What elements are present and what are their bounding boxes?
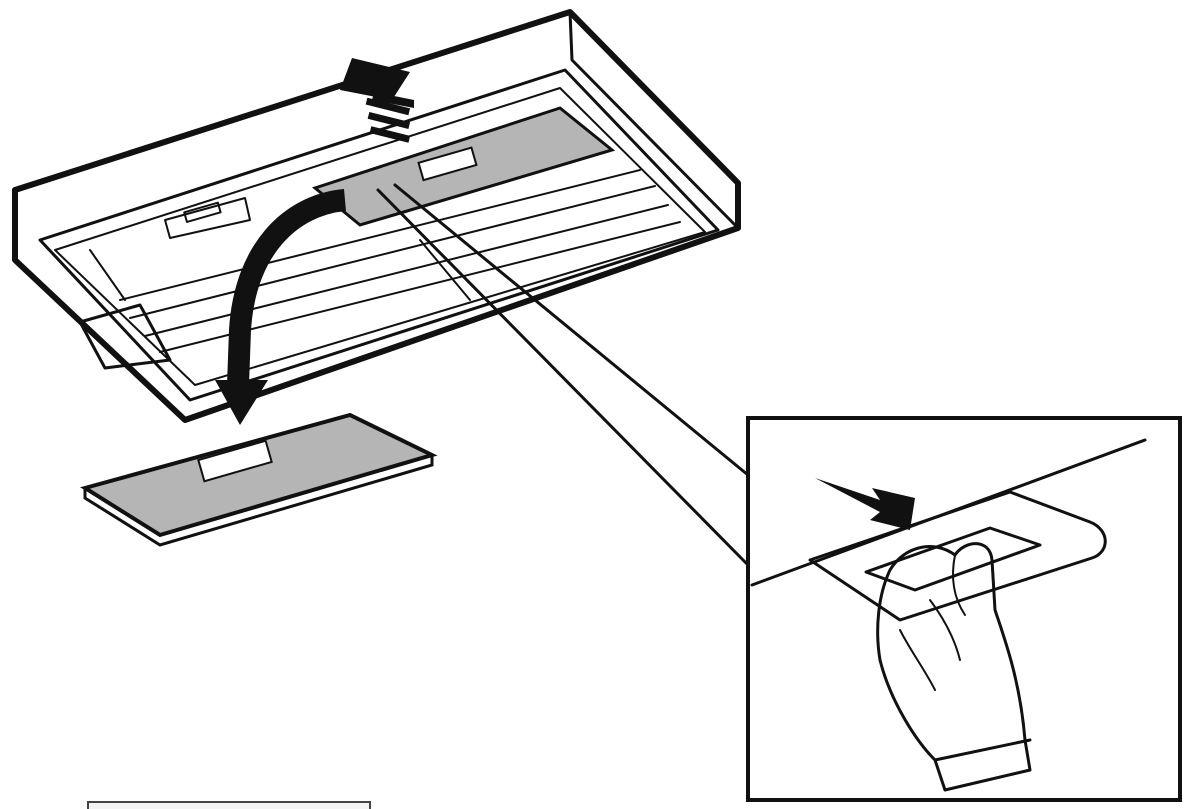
press-arrow-icon (815, 478, 915, 530)
curved-arrow-down-icon (215, 189, 347, 425)
hand-icon (876, 542, 1032, 792)
leader-lines (376, 183, 750, 567)
detail-inset (746, 416, 1182, 802)
range-hood (12, 9, 741, 423)
installed-filter (311, 106, 616, 227)
arrow-up-icon (340, 58, 414, 143)
removed-filter (80, 412, 438, 547)
grill-slats (89, 169, 681, 353)
label-box (87, 801, 371, 809)
